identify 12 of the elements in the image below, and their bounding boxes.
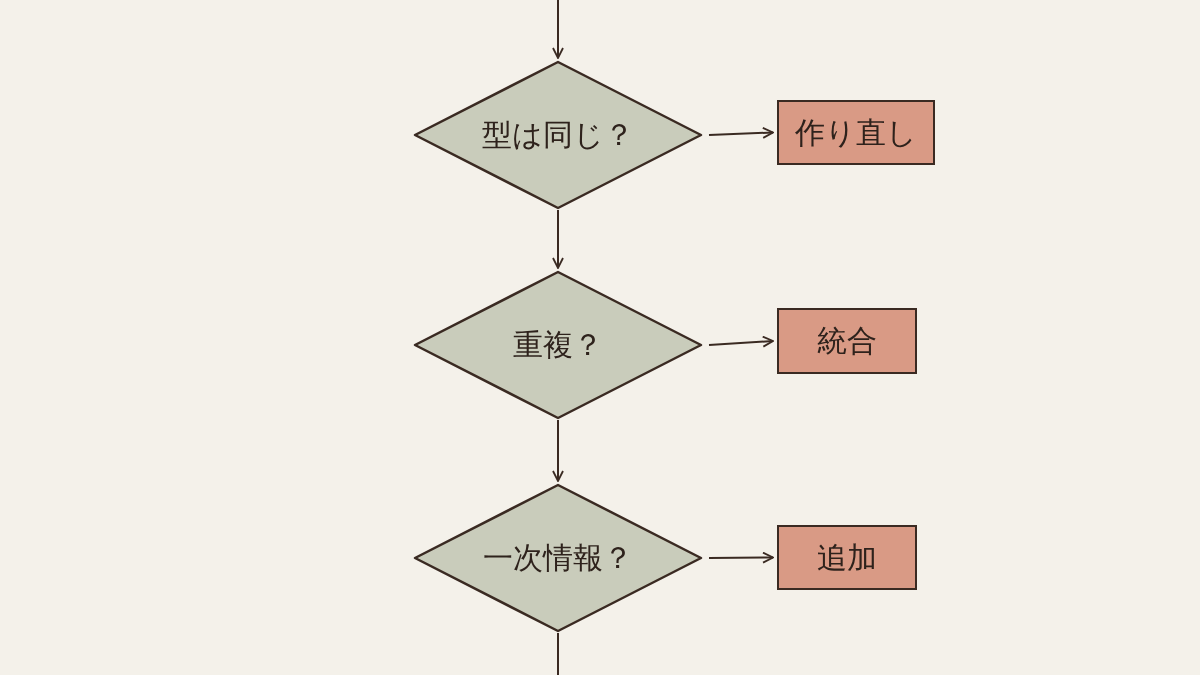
arrow	[708, 127, 774, 139]
action-box: 統合	[777, 308, 917, 374]
action-box: 追加	[777, 525, 917, 590]
arrow	[708, 335, 774, 348]
arrow	[552, 0, 564, 59]
action-box: 作り直し	[777, 100, 935, 165]
arrow	[708, 551, 774, 564]
decision-label: 型は同じ？	[482, 120, 634, 150]
decision-label: 一次情報？	[483, 543, 633, 573]
arrow	[552, 419, 564, 482]
decision-label: 重複？	[513, 330, 603, 360]
arrow	[552, 209, 564, 269]
